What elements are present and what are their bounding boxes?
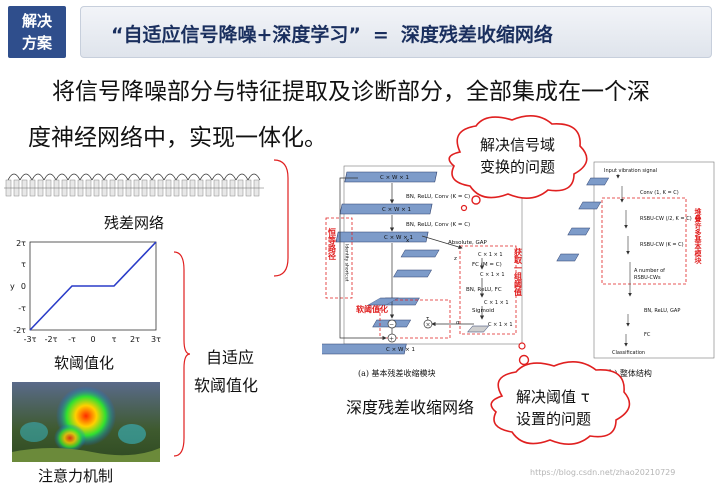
- x-tick-neg-3t: -3τ: [24, 335, 37, 344]
- soft-zh: 软阈值化: [356, 304, 388, 314]
- x-tick-3t: 3τ: [151, 335, 161, 344]
- soft-threshold-plot: 2τ τ 0 -τ -2τ y -3τ -2τ -τ 0 τ 2τ 3τ: [10, 239, 161, 344]
- title-right: 深度残差收缩网络: [400, 24, 553, 46]
- lead-line2: 度神经网络中，实现一体化。: [28, 125, 327, 151]
- threshold-caption: 软阈值化: [54, 354, 115, 372]
- block-conv2: [335, 231, 429, 243]
- bn-label: BN, ReLU, GAP: [644, 308, 680, 314]
- title-left: “自适应信号降噪+深度学习”: [111, 24, 361, 46]
- y-tick-neg-t: -τ: [18, 304, 26, 313]
- x-tick-0: 0: [90, 335, 95, 344]
- conv-label: Conv (1, K = C): [640, 190, 679, 196]
- tag-line1: 解决: [21, 12, 52, 30]
- title-eq: =: [372, 24, 389, 46]
- page-title: “自适应信号降噪+深度学习” = 深度残差收缩网络: [111, 20, 553, 47]
- many2-label: RSBU-CWs: [634, 275, 661, 281]
- block-conv1: [339, 203, 433, 215]
- op1-label: BN, ReLU, Conv (K = C): [406, 194, 470, 200]
- small-block-4: C × 1 × 1: [488, 322, 513, 328]
- identity-label: Identity shortcut: [344, 244, 350, 282]
- fc-label: FC: [644, 332, 651, 338]
- rsbu2-label: RSBU-CW (K = C): [640, 242, 684, 248]
- block-label-2: C × W × 1: [382, 207, 411, 213]
- section-tag: 解决 方案: [8, 6, 66, 58]
- svg-text:+: +: [389, 336, 394, 343]
- x-tick-2t: 2τ: [130, 335, 140, 344]
- tag-line2: 方案: [21, 34, 52, 52]
- input-label: Input vibration signal: [604, 168, 657, 174]
- rsbu1-label: RSBU-CW (/2, K = C): [640, 216, 692, 222]
- sigmoid-label: Sigmoid: [472, 308, 494, 314]
- resnet-diagram: [4, 173, 264, 197]
- bubble-top-line1: 解决信号域: [480, 136, 555, 154]
- block-label-4: C × W × 1: [386, 347, 415, 353]
- block-label-3: C × W × 1: [384, 235, 413, 241]
- y-tick-neg-2t: -2τ: [13, 326, 26, 335]
- svg-text:−: −: [389, 322, 394, 329]
- small-block-2: C × 1 × 1: [480, 272, 505, 278]
- small-block-1: C × 1 × 1: [478, 252, 503, 258]
- y-tick-2t: 2τ: [16, 239, 26, 248]
- block-input: [344, 171, 438, 183]
- x-tick-t: τ: [112, 335, 117, 344]
- block-output: [322, 343, 407, 355]
- title-bar: “自适应信号降噪+深度学习” = 深度残差收缩网络: [80, 6, 712, 58]
- left-subcaption: (a) 基本残差收缩模块: [358, 368, 436, 378]
- bubble-top: 解决信号域 变换的问题: [448, 115, 588, 212]
- fc1-label: FC (M = C): [472, 262, 502, 268]
- attention-caption: 注意力机制: [38, 467, 114, 485]
- x-label: x: [406, 238, 410, 244]
- adaptive-line1: 自适应: [206, 348, 255, 367]
- right-subcaption: (b) 整体结构: [606, 368, 652, 378]
- bubble-bottom-line2: 设置的问题: [516, 410, 591, 428]
- left-brace: [273, 159, 289, 277]
- stack-zh: 堆叠许多基本模块: [694, 207, 703, 265]
- bubble-bottom-line1: 解决阈值 τ: [516, 388, 590, 406]
- tau-label: τ: [426, 316, 430, 322]
- obtain-zh: 获取一组阈值: [514, 247, 523, 297]
- y-axis-label: y: [10, 282, 15, 291]
- x-tick-neg-2t: -2τ: [45, 335, 58, 344]
- middle-brace: [173, 251, 191, 457]
- small-block-3: C × 1 × 1: [484, 300, 509, 306]
- diagram-caption: 深度残差收缩网络: [346, 398, 475, 417]
- lead-line1: 将信号降噪部分与特征提取及诊断部分，全部集成在一个深: [52, 79, 650, 105]
- architecture-diagram: C × W × 1 C × W × 1 C × W × 1 C × W × 1 …: [322, 161, 715, 378]
- bubble-top-line2: 变换的问题: [480, 158, 555, 176]
- watermark: https://blog.csdn.net/zhao20210729: [530, 468, 676, 477]
- bn-fc-label: BN, ReLU, FC: [466, 287, 502, 293]
- identity-zh: 恒等路径: [327, 227, 337, 261]
- y-tick-0: 0: [21, 282, 26, 291]
- op2-label: BN, ReLU, Conv (K = C): [406, 222, 470, 228]
- abs-gap-label: Absolute, GAP: [448, 240, 488, 246]
- z-label: z: [454, 256, 457, 262]
- x-tick-neg-t: -τ: [68, 335, 76, 344]
- y-tick-t: τ: [21, 260, 26, 269]
- many-label: A number of: [634, 268, 665, 274]
- block-label-1: C × W × 1: [380, 175, 409, 181]
- alpha-label: α: [456, 320, 460, 326]
- classification-label: Classification: [612, 350, 645, 356]
- svg-text:×: ×: [426, 322, 431, 329]
- attention-heatmap: [12, 382, 160, 462]
- resnet-caption: 残差网络: [104, 214, 165, 232]
- adaptive-line2: 软阈值化: [194, 376, 259, 395]
- bubble-bottom: 解决阈值 τ 设置的问题: [490, 342, 631, 445]
